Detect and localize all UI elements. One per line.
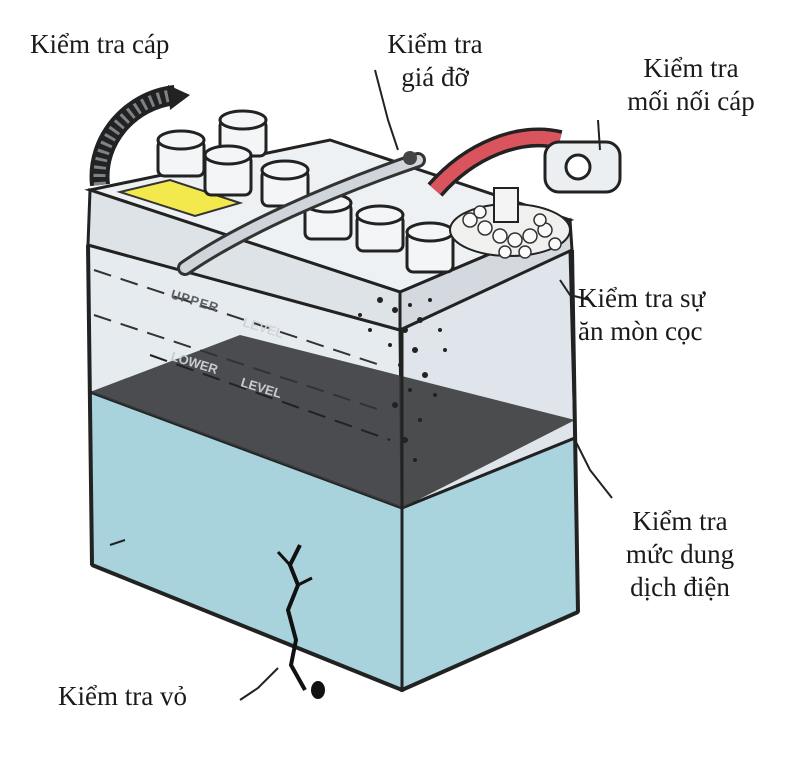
cap-1 — [156, 129, 206, 178]
label-case: Kiểm tra vỏ — [58, 680, 187, 713]
cap-6 — [355, 204, 405, 253]
cell-caps — [156, 109, 455, 274]
battery-case — [86, 243, 580, 699]
label-cable-connection-line-2: mối nối cáp — [627, 86, 755, 116]
label-bracket: Kiểm tra giá đỡ — [360, 28, 510, 94]
leak-drop — [311, 681, 325, 699]
label-electrolyte-level-line-2: mức dung — [625, 539, 735, 569]
label-cable-connection-line-1: Kiểm tra — [643, 53, 739, 83]
label-terminal-corrosion-line-1: Kiểm tra sự — [578, 283, 706, 313]
label-electrolyte-level-line-1: Kiểm tra — [632, 506, 728, 536]
cap-4 — [260, 159, 310, 208]
label-electrolyte-level: Kiểm tra mức dung dịch điện — [600, 505, 760, 604]
label-bracket-line-2: giá đỡ — [401, 62, 469, 92]
label-cable: Kiểm tra cáp — [30, 28, 169, 61]
cap-3 — [203, 144, 253, 197]
yellow-label — [116, 178, 244, 218]
label-bracket-line-1: Kiểm tra — [387, 29, 483, 59]
left-cable — [89, 85, 190, 187]
corrosion-speckle — [358, 297, 447, 462]
label-cable-connection: Kiểm tra mối nối cáp — [606, 52, 776, 118]
label-case-line-1: Kiểm tra vỏ — [58, 681, 187, 711]
electrolyte-surface — [90, 335, 575, 508]
cap-7 — [405, 221, 455, 274]
red-cable — [427, 127, 622, 197]
hold-down-bracket — [177, 151, 426, 276]
corroded-terminal — [449, 187, 571, 259]
label-electrolyte-level-line-3: dịch điện — [630, 572, 730, 602]
label-terminal-corrosion-line-2: ăn mòn cọc — [578, 316, 703, 346]
label-terminal-corrosion: Kiểm tra sự ăn mòn cọc — [578, 282, 705, 348]
leader-lines — [109, 69, 613, 701]
label-cable-line-1: Kiểm tra cáp — [30, 29, 170, 59]
